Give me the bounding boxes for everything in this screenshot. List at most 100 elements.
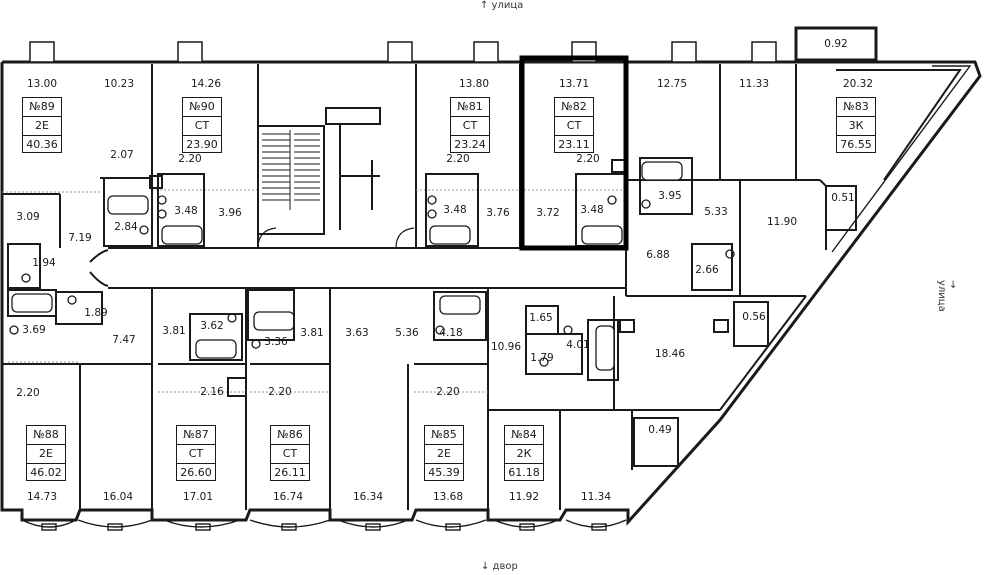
room-area: 2.20	[436, 386, 460, 398]
apartment-type: 2Е	[425, 445, 463, 464]
apartment-number: №88	[27, 426, 65, 445]
room-area: 3.76	[486, 207, 510, 219]
apartment-type: 2Е	[23, 117, 61, 136]
yard-label-bottom: ↓ двор	[481, 561, 518, 572]
room-area: 2.84	[114, 221, 138, 233]
room-area: 3.81	[162, 325, 186, 337]
apartment-type: СТ	[183, 117, 221, 136]
apartment-badge-81[interactable]: №81 СТ 23.24	[450, 97, 490, 153]
room-area: 20.32	[842, 78, 874, 90]
room-area: 3.48	[174, 205, 198, 217]
room-area: 2.07	[110, 149, 134, 161]
room-area: 14.73	[26, 491, 58, 503]
room-area: 2.20	[446, 153, 470, 165]
room-area: 7.47	[112, 334, 136, 346]
room-area: 2.66	[695, 264, 719, 276]
room-area: 14.26	[190, 78, 222, 90]
bottom-partitions	[2, 288, 806, 510]
apartment-badge-83[interactable]: №83 3К 76.55	[836, 97, 876, 153]
apartment-number: №89	[23, 98, 61, 117]
apartment-area: 46.02	[30, 466, 62, 479]
top-windows	[29, 41, 777, 63]
apartment-type: 2Е	[27, 445, 65, 464]
room-area: 2.16	[200, 386, 224, 398]
room-area: 3.81	[300, 327, 324, 339]
room-area: 3.69	[22, 324, 46, 336]
apartment-number: №83	[837, 98, 875, 117]
room-area: 13.80	[458, 78, 490, 90]
room-area: 0.51	[831, 192, 855, 204]
room-area: 3.63	[345, 327, 369, 339]
apartment-area: 23.11	[558, 138, 590, 151]
highlight-apartment-82	[519, 55, 629, 251]
apartment-area: 76.55	[840, 138, 872, 151]
room-area: 7.19	[68, 232, 92, 244]
apartment-area: 45.39	[428, 466, 460, 479]
room-area: 4.01	[566, 339, 590, 351]
apartment-badge-87[interactable]: №87 СТ 26.60	[176, 425, 216, 481]
apartment-number: №86	[271, 426, 309, 445]
apartment-area: 26.60	[180, 466, 212, 479]
apartment-badge-88[interactable]: №88 2Е 46.02	[26, 425, 66, 481]
apartment-number: №85	[425, 426, 463, 445]
room-area: 12.75	[656, 78, 688, 90]
apartment-type: СТ	[271, 445, 309, 464]
room-area: 3.62	[200, 320, 224, 332]
apartment-badge-86[interactable]: №86 СТ 26.11	[270, 425, 310, 481]
street-label-top: ↑ улица	[480, 0, 524, 11]
room-area: 2.20	[268, 386, 292, 398]
apartment-badge-82[interactable]: №82 СТ 23.11	[554, 97, 594, 153]
room-area: 17.01	[182, 491, 214, 503]
apartment-number: №87	[177, 426, 215, 445]
right-wing	[631, 65, 972, 470]
room-area: 3.48	[443, 204, 467, 216]
room-area: 16.34	[352, 491, 384, 503]
apartment-badge-90[interactable]: №90 СТ 23.90	[182, 97, 222, 153]
room-area: 16.74	[272, 491, 304, 503]
top-partitions	[2, 64, 820, 296]
apartment-badge-85[interactable]: №85 2Е 45.39	[424, 425, 464, 481]
bathroom-walls	[7, 157, 733, 397]
dashed-dividers	[2, 189, 626, 393]
apartment-area: 23.90	[186, 138, 218, 151]
room-area: 2.20	[576, 153, 600, 165]
room-area: 18.46	[654, 348, 686, 360]
room-area: 13.00	[26, 78, 58, 90]
apartment-area: 61.18	[508, 466, 540, 479]
room-area: 3.72	[536, 207, 560, 219]
bathroom-fixtures	[9, 161, 735, 371]
apartment-area: 23.24	[454, 138, 486, 151]
apartment-area: 40.36	[26, 138, 58, 151]
room-area: 3.36	[264, 336, 288, 348]
apartment-type: 2К	[505, 445, 543, 464]
room-area-balcony: 0.92	[824, 38, 848, 50]
room-area: 3.96	[218, 207, 242, 219]
apartment-type: 3К	[837, 117, 875, 136]
apartment-type: СТ	[177, 445, 215, 464]
room-area: 1.94	[32, 257, 56, 269]
room-area: 1.65	[529, 312, 553, 324]
room-area: 11.90	[766, 216, 798, 228]
room-area: 3.09	[16, 211, 40, 223]
apartment-badge-89[interactable]: №89 2Е 40.36	[22, 97, 62, 153]
corridor	[89, 247, 626, 289]
room-area: 3.48	[580, 204, 604, 216]
apartment-number: №84	[505, 426, 543, 445]
balcony-box	[794, 26, 878, 62]
room-area: 1.79	[530, 352, 554, 364]
room-area: 11.33	[738, 78, 770, 90]
room-area: 0.56	[742, 311, 766, 323]
room-area: 10.23	[103, 78, 135, 90]
room-area: 11.34	[580, 491, 612, 503]
room-area: 16.04	[102, 491, 134, 503]
apartment-badge-84[interactable]: №84 2К 61.18	[504, 425, 544, 481]
room-area: 2.20	[16, 387, 40, 399]
room-area: 10.96	[490, 341, 522, 353]
bottom-bays	[21, 519, 627, 531]
outer-walls	[0, 60, 982, 526]
room-area: 13.71	[558, 78, 590, 90]
apartment-number: №81	[451, 98, 489, 117]
apartment-number: №90	[183, 98, 221, 117]
stair-core	[257, 107, 415, 249]
apartment-type: СТ	[451, 117, 489, 136]
